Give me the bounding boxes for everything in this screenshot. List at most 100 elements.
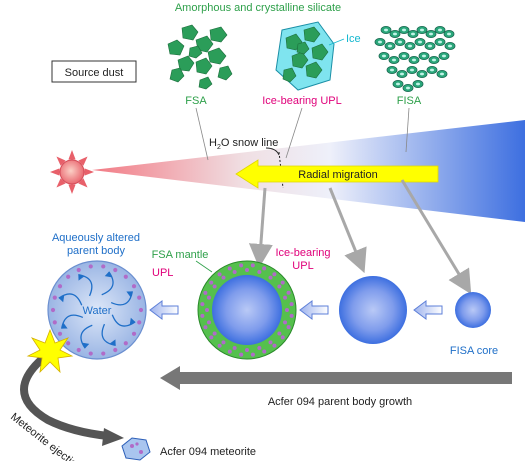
fisa-grain-ice [396,82,400,86]
mantle-grain [209,280,214,285]
water-flow-arrow [60,314,84,329]
mantle-grain [277,331,282,336]
water-flow-arrow [101,323,116,347]
snow-line-h: H [209,137,217,149]
fisa-grain-ice [416,82,420,86]
fisa-core-sphere [455,292,491,328]
upl-grain [113,347,118,353]
upl-grain [66,341,71,346]
sun-ray [68,184,76,194]
ice-label: Ice [346,33,361,45]
fisa-grain-ice [393,32,397,36]
aqueously-altered-body: Water [47,260,147,360]
fisa-grain-ice [400,72,404,76]
water-flow-arrowhead [104,271,112,278]
fisa-grain-ice [410,68,414,72]
fisa-grain-ice [430,68,434,72]
parent-growth-arrow [160,366,512,390]
mantle-grain [250,352,255,357]
upl-grain [66,274,71,279]
growing-body-sphere [339,276,407,344]
fisa-grain-ice [442,54,446,58]
acfer-meteorite-label: Acfer 094 meteorite [160,446,256,458]
fisa-grain-ice [406,86,410,90]
mantle-grain [280,280,285,285]
source-dust-label: Source dust [65,67,124,79]
fisa-core-label: FISA core [450,345,498,357]
mantle-grain [289,302,294,307]
mantle-grain [227,349,232,354]
mantle-grain [203,290,208,295]
ice-leader [328,38,345,46]
fsa-label: FSA [185,95,207,107]
upl-grain [131,331,137,336]
mantle-grain [280,335,285,340]
water-flow-arrowhead [129,317,136,325]
ice-bearing-mid-line2: UPL [292,260,313,272]
mantle-grain [245,348,249,352]
impact-burst-icon [26,328,74,374]
fisa-grain-ice [388,44,392,48]
aq-parent-line2: parent body [67,245,126,257]
fisa-grain-ice [420,28,424,32]
upl-label: UPL [152,267,173,279]
fisa-grain-ice [402,28,406,32]
sun-ray [56,178,66,188]
mantle-grain [286,290,291,295]
mantle-grain [203,325,208,330]
radial-migration-arrow: Radial migration [235,159,439,189]
drop-arrow-fisa [400,179,472,295]
sun-ray [68,150,76,160]
upl-grain [131,284,137,289]
mantle-grain [262,349,267,354]
mantle-grain [217,343,222,348]
upl-grain [52,320,57,325]
fisa-grain-ice [398,40,402,44]
fisa-grain-ice [438,28,442,32]
fisa-grain-ice [432,58,436,62]
parent-growth-label: Acfer 094 parent body growth [268,396,412,408]
mantle-grain [227,266,232,271]
fisa-grain-ice [378,40,382,44]
mantle-grain [268,340,273,345]
mantle-grain [289,313,294,318]
mantle-grain [232,269,237,274]
upl-grain [57,284,63,289]
water-flow-arrow [110,291,134,306]
fisa-grain-ice [429,32,433,36]
fisa-grain-ice [447,32,451,36]
water-flow-arrow [80,324,93,349]
sun-ray [56,156,66,166]
fisa-grain-ice [411,32,415,36]
hollow-arrow-to-aqueous [149,300,179,320]
fisa-leader [405,107,410,153]
mantle-grain [200,313,205,318]
water-flow-arrow [58,293,83,306]
sun-icon [50,150,94,194]
mantle-grain [250,263,255,268]
ejection-arrow-shaft [20,350,109,440]
mantle-grain [285,308,289,312]
water-flow-arrowhead [61,322,68,329]
fsa-mantle-leader [195,260,213,273]
upl-grain [123,274,128,279]
water-flow-arrow [101,271,114,296]
ice-bearing-upl-top-label: Ice-bearing UPL [262,95,342,107]
water-flow-arrowhead [78,274,85,281]
mantle-grain [268,275,273,280]
sun-ray [84,168,94,176]
mantle-grain [239,263,244,268]
fisa-grain-ice [402,54,406,58]
mantle-grain [257,269,262,274]
sun-ray [78,178,88,188]
upl-grain [57,331,63,336]
water-label: Water [83,305,112,317]
upl-grain [113,267,118,273]
upl-grain [76,267,81,273]
snow-line-sub: 2 [217,144,221,151]
fisa-grain-ice [412,58,416,62]
fisa-cluster-icon [374,25,456,93]
fisa-grain-ice [448,44,452,48]
water-flow-arrow [111,314,136,327]
fisa-grain-ice [418,40,422,44]
